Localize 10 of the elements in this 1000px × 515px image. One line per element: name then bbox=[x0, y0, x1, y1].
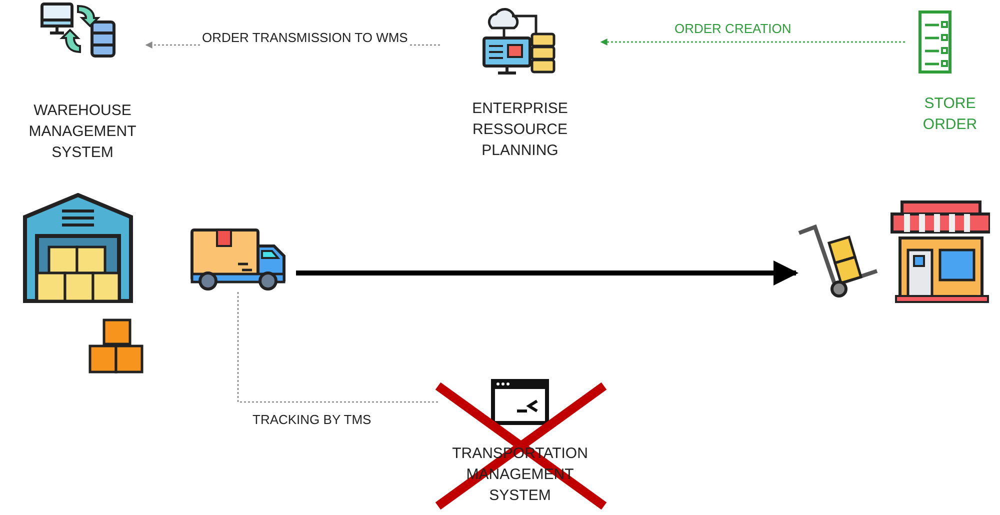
delivery-truck-icon bbox=[190, 228, 286, 292]
edge-label: ORDER TRANSMISSION TO WMS bbox=[200, 30, 410, 46]
warehouse-icon bbox=[22, 193, 134, 305]
system-name: WAREHOUSE MANAGEMENT SYSTEM bbox=[28, 101, 138, 163]
system-name: ENTERPRISE RESSOURCE PLANNING bbox=[471, 99, 569, 161]
thick-arrow bbox=[296, 260, 798, 286]
dotted-arrow bbox=[600, 38, 905, 46]
shop-icon bbox=[890, 200, 990, 304]
system-name: STORE ORDER bbox=[922, 94, 978, 135]
dotted-line bbox=[237, 292, 439, 403]
